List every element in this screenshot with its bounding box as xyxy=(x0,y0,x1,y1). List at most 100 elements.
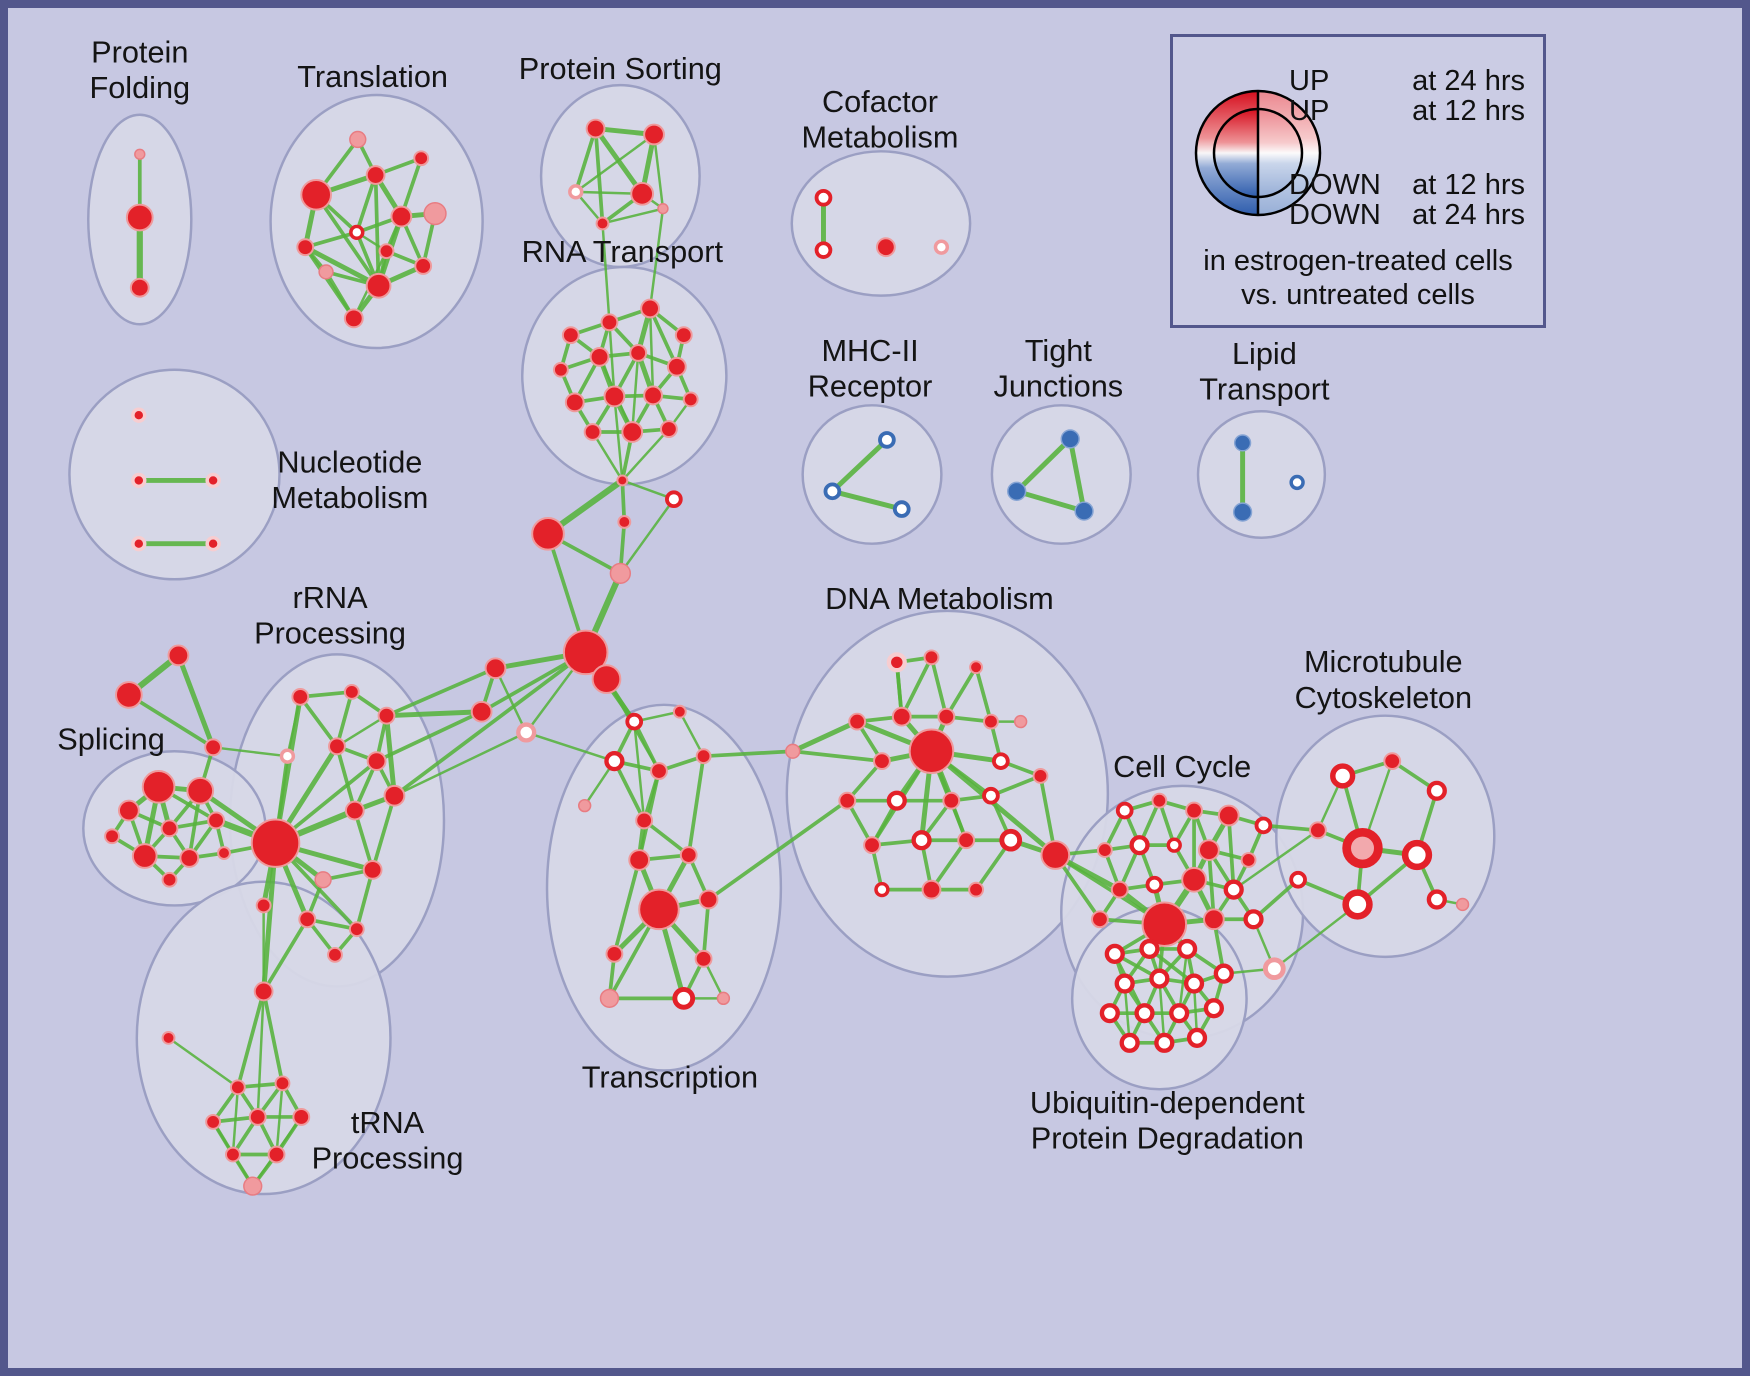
legend-time-label: at 24 hrs xyxy=(1412,199,1525,231)
gene-node-pink-ring xyxy=(1262,957,1286,981)
gene-node-ring xyxy=(1213,963,1234,984)
gene-node-red xyxy=(362,859,383,880)
edge xyxy=(621,427,671,482)
cluster-cofactor-metabolism xyxy=(790,150,972,297)
gene-node-blue-ring xyxy=(878,431,896,449)
gene-node-pink xyxy=(243,1176,263,1196)
gene-node-red xyxy=(365,165,386,185)
edge xyxy=(524,731,616,763)
gene-node-red xyxy=(179,848,200,868)
gene-node-ring xyxy=(1134,1003,1155,1024)
gene-node-red xyxy=(848,712,867,731)
edge xyxy=(354,868,375,932)
legend-row-up-12: UP at 12 hrs xyxy=(1289,95,1525,128)
gene-node-red xyxy=(1308,821,1327,840)
legend-row-down-24: DOWN at 24 hrs xyxy=(1289,199,1525,232)
gene-node-red xyxy=(617,515,632,529)
gene-node-pink xyxy=(716,991,731,1006)
gene-node-red xyxy=(1096,842,1113,858)
edge xyxy=(1177,947,1189,1015)
gene-node-red xyxy=(923,649,940,666)
gene-node-red-halo xyxy=(205,472,221,489)
gene-node-red xyxy=(875,237,896,258)
edge xyxy=(392,650,588,798)
gene-node-red xyxy=(328,737,346,756)
cluster-label-dna-metabolism: DNA Metabolism xyxy=(825,582,1054,616)
gene-node-ring xyxy=(814,188,833,207)
gene-node-red xyxy=(205,1113,222,1130)
gene-node-red xyxy=(630,181,655,206)
edge xyxy=(303,230,359,250)
gene-node-red xyxy=(564,392,585,413)
gene-node-red xyxy=(891,706,912,727)
gene-node-ring xyxy=(1330,763,1356,789)
gene-node-pink xyxy=(1013,714,1028,729)
gene-node-red xyxy=(603,385,626,408)
legend-time-label: at 12 hrs xyxy=(1412,169,1525,201)
gene-node-red xyxy=(561,326,580,345)
gene-node-red xyxy=(937,707,956,726)
gene-node-blue-ring xyxy=(892,500,911,518)
legend-row-down-12: DOWN at 12 hrs xyxy=(1289,169,1525,202)
cluster-label-cell-cycle: Cell Cycle xyxy=(1113,750,1251,784)
gene-node-red xyxy=(942,791,961,810)
edge xyxy=(642,818,691,857)
edge xyxy=(613,395,624,482)
gene-node-red xyxy=(1383,752,1402,771)
edge xyxy=(899,655,934,719)
gene-node-ring xyxy=(1426,889,1447,910)
gene-node-blue xyxy=(1232,502,1253,522)
gene-node-red xyxy=(863,836,881,855)
gene-node-red xyxy=(217,846,231,860)
edge xyxy=(384,709,485,719)
gene-node-ring xyxy=(1169,1003,1190,1024)
gene-node-red xyxy=(207,811,225,830)
gene-node-red xyxy=(377,706,396,725)
node-layer xyxy=(104,118,1470,1196)
edge xyxy=(302,244,382,289)
edge xyxy=(211,746,289,758)
legend-footer-line2: vs. untreated cells xyxy=(1241,279,1475,311)
gene-node-red xyxy=(248,1108,267,1126)
gene-node-red xyxy=(348,921,365,938)
gene-node-ring xyxy=(604,751,625,772)
edge xyxy=(393,731,528,797)
edge xyxy=(494,666,528,734)
cluster-label-protein-sorting: Protein Sorting xyxy=(519,52,722,86)
edge xyxy=(612,858,642,956)
gene-node-red xyxy=(1202,908,1225,931)
gene-node-pink-ring-big xyxy=(1342,827,1383,869)
gene-node-red xyxy=(650,762,668,780)
legend-direction-label: DOWN xyxy=(1289,199,1381,231)
gene-node-red xyxy=(531,517,565,551)
edge xyxy=(601,207,665,225)
gene-node-red xyxy=(229,1079,246,1096)
gene-node-ring xyxy=(999,828,1023,852)
gene-node-red xyxy=(659,420,678,438)
edge xyxy=(256,990,265,1119)
gene-node-red xyxy=(957,831,976,850)
gene-node-red xyxy=(378,243,395,260)
cluster-label-transcription: Transcription xyxy=(582,1060,758,1094)
edge xyxy=(591,430,624,482)
edge xyxy=(574,133,656,194)
edge xyxy=(261,840,279,994)
gene-node-pink xyxy=(657,202,669,215)
gene-node-red xyxy=(186,776,215,805)
gene-node-red xyxy=(585,118,606,139)
gene-node-ring xyxy=(1119,1032,1140,1053)
gene-node-ring xyxy=(1254,816,1273,835)
cluster-mhc2-receptor xyxy=(801,404,943,545)
gene-node-ring xyxy=(874,881,890,898)
gene-node-ring xyxy=(1243,909,1264,930)
gene-node-red xyxy=(589,347,610,367)
cluster-nucleotide-metabolism xyxy=(68,368,281,581)
edge xyxy=(1273,903,1359,970)
gene-node-red xyxy=(250,818,301,868)
